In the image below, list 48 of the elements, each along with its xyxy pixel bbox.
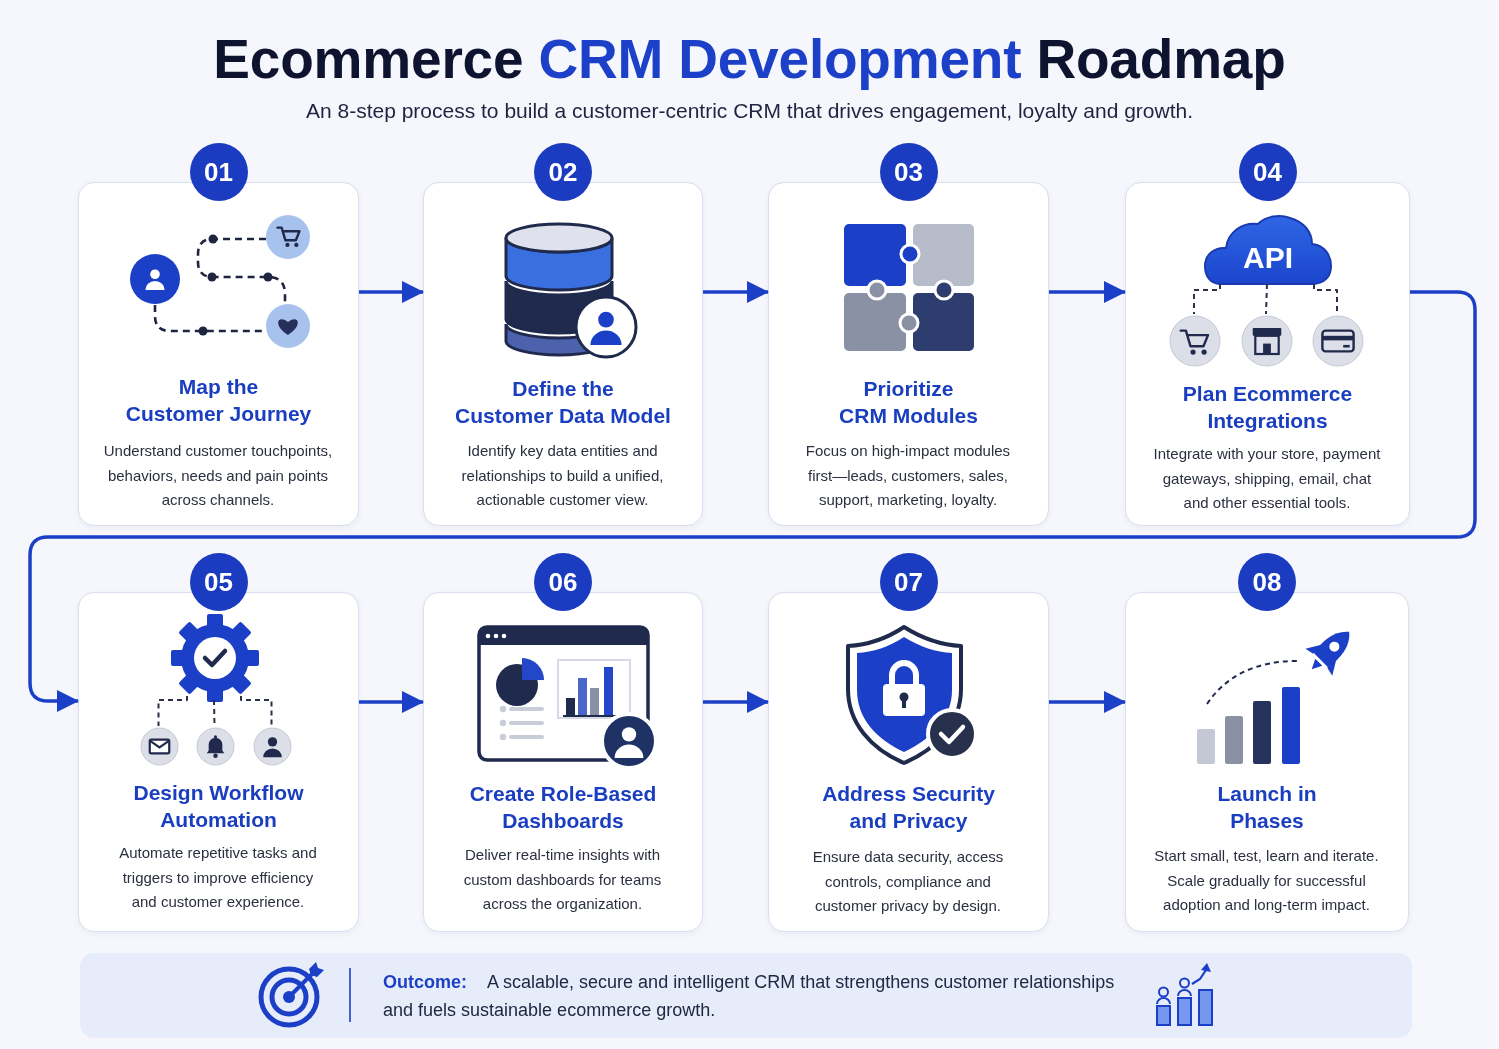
outcome-text: Outcome: A scalable, secure and intelligent CRM that strengthens customer relationships and fuels sustainable ecommerce growth.: [383, 971, 1116, 1022]
step-title: Plan Ecommerce Integrations: [1181, 381, 1354, 434]
store-icon: [1241, 315, 1293, 367]
gear-icon: [170, 613, 260, 703]
page-title: Ecommerce CRM Development Roadmap: [212, 27, 1287, 91]
dashed-connector: [1193, 283, 1221, 315]
arrow: [359, 691, 424, 713]
dashed-connector: [157, 695, 188, 727]
bell-icon: [196, 727, 235, 766]
step-description: Start small, test, learn and iterate. Scale gradually for successful adoption and long-term impact.: [1153, 846, 1380, 915]
step-title: Prioritize CRM Modules: [838, 376, 979, 429]
step-description: Focus on high-impact modules first—leads, customers, sales, support, marketing, loyalty.: [804, 441, 1012, 510]
mail-icon: [140, 727, 179, 766]
step-number: 01: [189, 143, 248, 201]
step-description: Understand customer touchpoints, behaviors, needs and pain points across channels.: [102, 441, 334, 510]
step-description: Ensure data security, access controls, compliance and customer privacy by design.: [811, 847, 1005, 916]
user-icon: [253, 727, 292, 766]
step-description: Automate repetitive tasks and triggers to improve efficiency and customer experience.: [118, 843, 318, 912]
step-description: Identify key data entities and relationships to build a unified, actionable customer view.: [460, 441, 665, 510]
step-number: 06: [534, 553, 592, 611]
step-title: Create Role-Based Dashboards: [468, 781, 658, 834]
subtitle: An 8-step process to build a customer-centric CRM that drives engagement, loyalty and growth.: [304, 98, 1195, 124]
outcome-banner: [80, 953, 1412, 1038]
cart-icon: [1169, 315, 1221, 367]
step-title: Address Security and Privacy: [821, 781, 996, 834]
cloud-label: API: [1242, 240, 1294, 276]
step-title: Map the Customer Journey: [124, 374, 313, 427]
step-number: 02: [534, 143, 592, 201]
arrow: [1049, 691, 1126, 713]
arrow: [1049, 281, 1126, 303]
step-title: Define the Customer Data Model: [454, 376, 672, 429]
step-title: Design Workflow Automation: [132, 780, 305, 833]
dashed-connector: [1265, 283, 1268, 315]
cloud-shape: [1204, 214, 1332, 285]
step-title: Launch in Phases: [1216, 781, 1318, 834]
step-number: 03: [879, 143, 938, 201]
step-description: Integrate with your store, payment gateways, shipping, email, chat and other essential tools.: [1152, 444, 1382, 513]
credit-card-icon: [1312, 315, 1364, 367]
dashed-connector: [240, 695, 273, 727]
step-number: 07: [879, 553, 938, 611]
arrow: [28, 290, 1477, 712]
arrow: [359, 281, 424, 303]
step-description: Deliver real-time insights with custom dashboards for teams across the organization.: [462, 845, 663, 914]
step-number: 08: [1238, 553, 1296, 611]
arrow: [703, 691, 769, 713]
step-number: 05: [189, 553, 248, 611]
step-number: 04: [1238, 143, 1297, 201]
arrow: [703, 281, 769, 303]
